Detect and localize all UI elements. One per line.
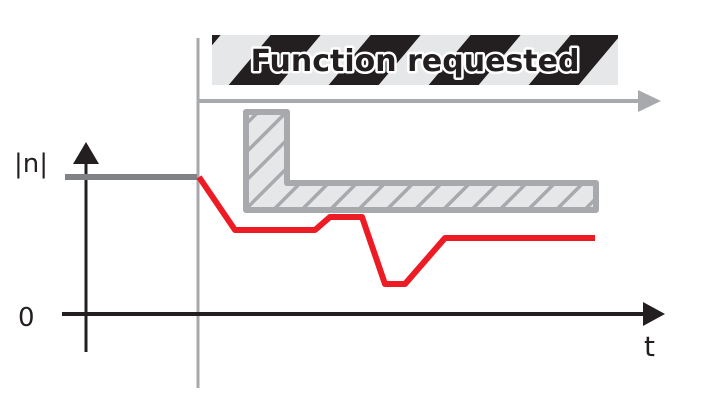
request-arrow xyxy=(198,90,661,112)
y-axis-label: |n| xyxy=(14,149,48,179)
y-axis xyxy=(73,142,99,352)
banner-label: Function requested xyxy=(251,44,580,79)
x-axis-label: t xyxy=(644,330,655,363)
x-axis xyxy=(62,302,665,326)
y-axis-arrow-icon xyxy=(73,142,99,164)
banner-stripes xyxy=(212,35,618,85)
speed-curve xyxy=(196,175,595,287)
function-requested-banner: Function requested xyxy=(212,35,618,85)
request-arrow-head-icon xyxy=(638,90,661,112)
y-zero-label: 0 xyxy=(18,303,35,333)
limit-zone xyxy=(243,109,599,213)
x-axis-arrow-icon xyxy=(643,302,665,326)
